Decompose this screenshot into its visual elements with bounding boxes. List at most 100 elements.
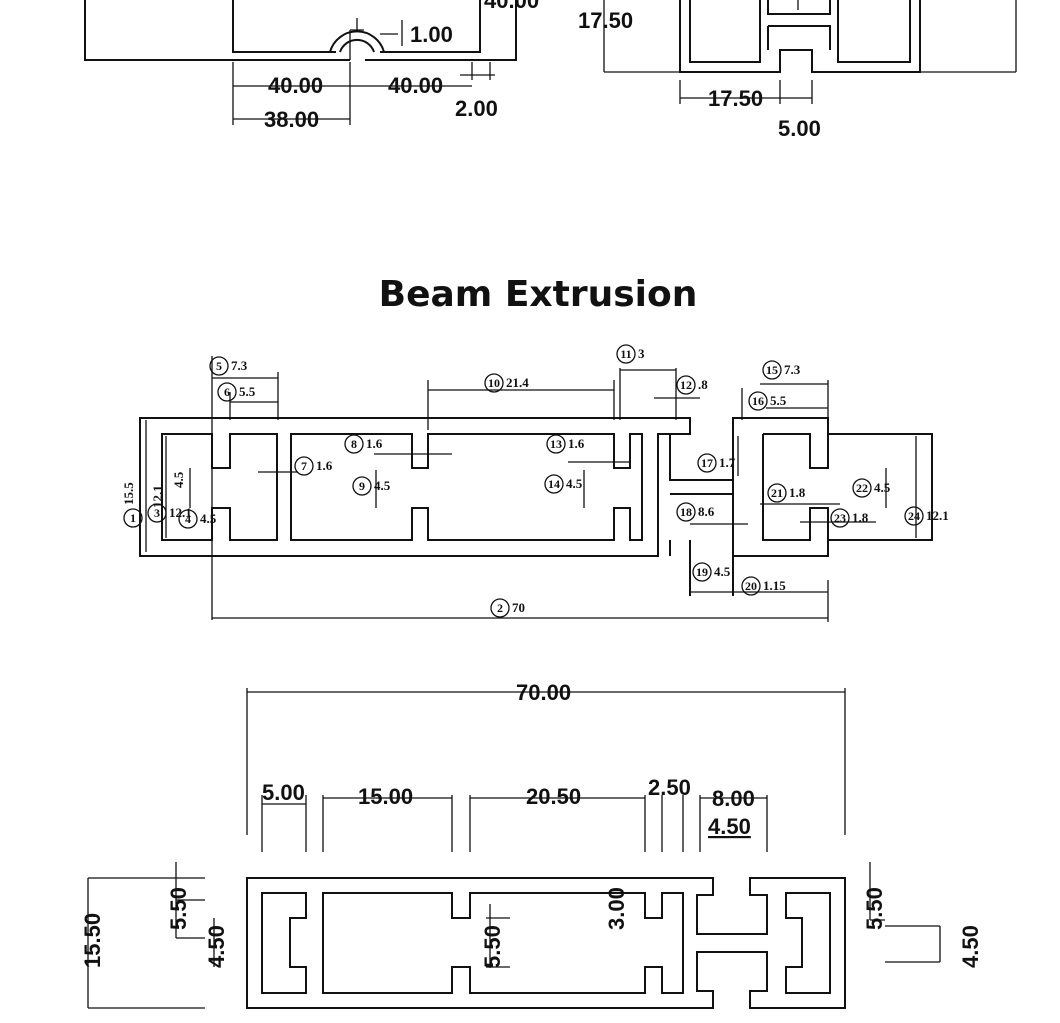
dim-top-left-6: 2.00	[455, 96, 498, 121]
callout-number-21: 21	[771, 486, 783, 500]
callout-number-20: 20	[745, 579, 757, 593]
dim-bottom-5: 5.00	[262, 780, 305, 805]
callout-number-1: 1	[130, 511, 136, 525]
callout-number-14: 14	[548, 477, 560, 491]
dim-bottom-4-5-left: 4.50	[204, 925, 229, 968]
callout-label-6: 5.5	[239, 384, 256, 399]
callout-label-16: 5.5	[770, 393, 787, 408]
callout-label-11: 3	[638, 346, 645, 361]
callout-label-2: 70	[512, 600, 525, 615]
callout-circle-8	[344, 434, 364, 454]
callout-label-17: 1.7	[719, 455, 736, 470]
dim-bottom-20-5: 20.50	[526, 784, 581, 809]
callout-number-5: 5	[216, 359, 222, 373]
callout-circle-16	[748, 391, 768, 411]
callout-number-22: 22	[856, 481, 868, 495]
dim-bottom-4-5-top: 4.50	[708, 814, 751, 839]
callout-circle-13	[546, 434, 566, 454]
callout-label-7: 1.6	[316, 458, 333, 473]
callout-circle-6	[217, 382, 237, 402]
callout-number-13: 13	[550, 437, 562, 451]
callout-number-16: 16	[752, 394, 764, 408]
callout-label-10: 21.4	[506, 375, 529, 390]
callout-label-21: 1.8	[789, 485, 806, 500]
callout-label-22: 4.5	[874, 480, 891, 495]
callout-number-23: 23	[834, 511, 846, 525]
callout-label-20: 1.15	[763, 578, 786, 593]
callout-circle-12	[676, 375, 696, 395]
callout-number-4: 4	[185, 512, 191, 526]
callout-number-7: 7	[301, 459, 307, 473]
callout-label-9: 4.5	[374, 478, 391, 493]
dim-top-left-4: 40.00	[388, 73, 443, 98]
callout-number-12: 12	[680, 378, 692, 392]
dim-top-left-5: 38.00	[264, 107, 319, 132]
callout-circle-10	[484, 373, 504, 393]
dim-text-4-5: 4.5	[171, 471, 186, 488]
callout-circle-9	[352, 476, 372, 496]
dim-top-left-1: 40.00	[484, 0, 539, 13]
callout-circle-19	[692, 562, 712, 582]
callout-number-11: 11	[620, 347, 631, 361]
page-title: Beam Extrusion	[379, 274, 698, 315]
dim-bottom-3: 3.00	[604, 887, 629, 930]
callout-label-24: 12.1	[926, 508, 949, 523]
callout-label-3: 12.1	[169, 505, 192, 520]
dim-top-right-1: 17.50	[578, 8, 633, 33]
callout-label-18: 8.6	[698, 504, 715, 519]
callout-label-23: 1.8	[852, 510, 869, 525]
dim-bottom-5-5-mid: 5.50	[480, 925, 505, 968]
callout-label-13: 1.6	[568, 436, 585, 451]
callout-label-19: 4.5	[714, 564, 731, 579]
callout-circle-20	[741, 576, 761, 596]
callout-label-15: 7.3	[784, 362, 801, 377]
callout-label-12: .8	[698, 377, 708, 392]
callout-circle-23	[830, 508, 850, 528]
callout-circle-3	[147, 503, 167, 523]
dim-bottom-2-5: 2.50	[648, 775, 691, 800]
dim-text-15-5: 15.5	[121, 482, 136, 505]
callout-number-24: 24	[908, 509, 920, 523]
callout-circle-5	[209, 356, 229, 376]
dim-top-right-3: 5.00	[778, 116, 821, 141]
dim-bottom-4-5-right: 4.50	[958, 925, 983, 968]
top-right-section-drawing: 17.50 17.50 5.00	[578, 0, 1017, 141]
callout-circle-11	[616, 344, 636, 364]
top-left-section-drawing: 40.00 1.00 40.00 40.00 38.00 2.00	[84, 0, 539, 132]
dim-text-12-1: 12.1	[150, 485, 165, 508]
callout-number-18: 18	[680, 505, 692, 519]
callout-circle-24	[904, 506, 924, 526]
dim-bottom-70: 70.00	[516, 680, 571, 705]
callout-number-8: 8	[351, 437, 357, 451]
callout-circle-2	[490, 598, 510, 618]
dim-top-right-2: 17.50	[708, 86, 763, 111]
callout-number-3: 3	[154, 506, 160, 520]
callout-circle-1	[123, 508, 143, 528]
dim-bottom-5-5-right: 5.50	[862, 887, 887, 930]
dim-bottom-8: 8.00	[712, 786, 755, 811]
callout-circle-17	[697, 453, 717, 473]
callout-number-10: 10	[488, 376, 500, 390]
callout-number-9: 9	[359, 479, 365, 493]
callout-number-17: 17	[701, 456, 713, 470]
callout-number-6: 6	[224, 385, 230, 399]
dim-bottom-5-5-left: 5.50	[166, 887, 191, 930]
callout-label-5: 7.3	[231, 358, 248, 373]
callout-circle-21	[767, 483, 787, 503]
callout-circle-22	[852, 478, 872, 498]
callout-label-14: 4.5	[566, 476, 583, 491]
callout-circle-15	[762, 360, 782, 380]
dim-bottom-15: 15.00	[358, 784, 413, 809]
callout-circle-14	[544, 474, 564, 494]
callout-label-4: 4.5	[200, 511, 217, 526]
bottom-profile-drawing: 70.00 5.00 15.00 20.50 2.50 8.00 4.50 15…	[80, 680, 983, 1009]
dim-top-left-3: 40.00	[268, 73, 323, 98]
dim-bottom-15-5: 15.50	[80, 913, 105, 968]
callout-number-15: 15	[766, 363, 778, 377]
callout-label-8: 1.6	[366, 436, 383, 451]
dim-top-left-2: 1.00	[410, 22, 453, 47]
callout-circle-7	[294, 456, 314, 476]
